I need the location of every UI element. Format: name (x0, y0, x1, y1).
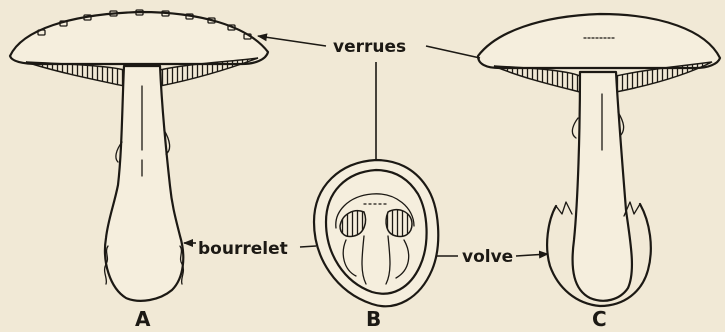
mushroom-c-cap (478, 14, 720, 68)
label-figure-b: B (366, 307, 381, 331)
mushroom-a-stem (105, 66, 183, 301)
mushroom-b-volva-outer (314, 160, 438, 306)
mushroom-a-gills (26, 62, 124, 86)
leader-volve-c (516, 254, 548, 256)
leader-bourrelet-b (300, 246, 316, 247)
leader-verrues-a (258, 36, 326, 46)
leader-verrues-c (426, 46, 480, 58)
label-bourrelet: bourrelet (198, 239, 288, 259)
mushroom-b (314, 160, 438, 306)
label-volve: volve (462, 247, 513, 267)
mushroom-c (478, 14, 720, 306)
label-verrues: verrues (333, 37, 406, 57)
label-figure-c: C (592, 307, 607, 331)
mushroom-a-cap (10, 12, 268, 64)
mushroom-b-gills-right (386, 210, 412, 237)
label-figure-a: A (135, 307, 151, 331)
mushroom-c-gills-left (494, 66, 580, 92)
